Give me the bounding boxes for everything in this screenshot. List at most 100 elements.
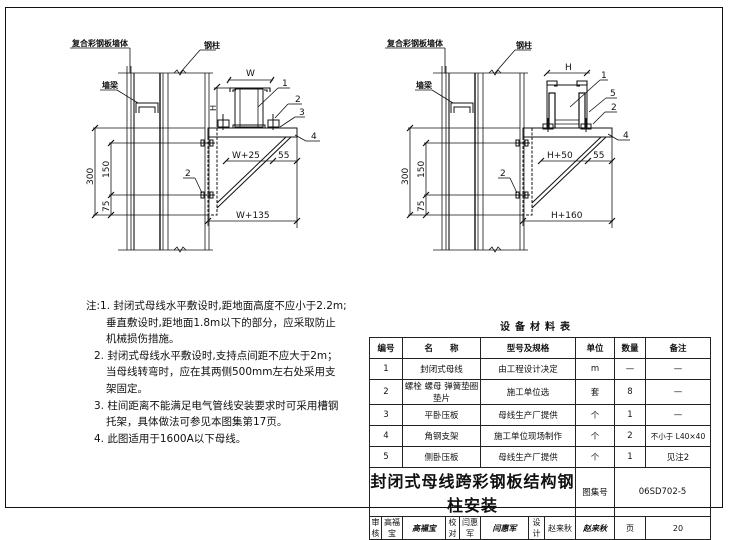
header-remark: 备注 — [645, 337, 711, 359]
dim-300: 300 — [401, 168, 411, 185]
cell-qty: — — [614, 358, 646, 380]
drawing-frame — [5, 7, 723, 508]
dim-300: 300 — [86, 168, 96, 185]
title-row: 封闭式母线跨彩钢板结构钢柱安装 图集号 06SD702-5 — [369, 467, 711, 517]
callout-3: 3 — [299, 108, 305, 118]
checker: 闫惠军 — [459, 516, 481, 540]
installation-drawings: 复合彩钢板墙体 钢柱 墙梁 W H 300 150 75 W+25 55 W+1… — [69, 38, 630, 253]
dim-75: 75 — [417, 201, 427, 212]
callout-2: 2 — [295, 95, 301, 105]
cell-unit: 个 — [575, 425, 615, 447]
cell-qty: 8 — [614, 379, 646, 405]
note-line: 4. 此图适用于1600A以下母线。 — [94, 432, 247, 445]
review-label: 审核 — [369, 516, 382, 540]
cell-remark: 见注2 — [645, 446, 711, 468]
cell-name: 封闭式母线 — [402, 358, 481, 380]
callout-2-lower: 2 — [500, 169, 506, 179]
designer: 赵来秋 — [544, 516, 576, 540]
dim-total: H+160 — [551, 211, 583, 221]
note-line: 当母线转弯时，应在其两侧500mm左右处采用支 — [106, 366, 336, 379]
dim-width: W — [246, 69, 255, 79]
table-row: 2 螺栓 螺母 弹簧垫圈 垫片 施工单位选 套 8 — — [369, 379, 711, 405]
dim-total: W+135 — [236, 211, 270, 221]
design-label: 设计 — [528, 516, 545, 540]
dim-height: H — [209, 105, 218, 111]
dim-offset: W+25 — [232, 151, 260, 161]
material-table: 编号 名 称 型号及规格 单位 数量 备注 1 封闭式母线 由工程设计决定 m … — [369, 337, 711, 540]
dim-150: 150 — [417, 161, 427, 178]
wall-label: 复合彩钢板墙体 — [386, 38, 444, 48]
header-qty: 数量 — [614, 337, 646, 359]
drawing-title: 封闭式母线跨彩钢板结构钢柱安装 — [369, 467, 576, 517]
cell-qty: 1 — [614, 446, 646, 468]
cell-spec: 施工单位选 — [480, 379, 576, 405]
page-number: 20 — [645, 516, 711, 540]
dim-55: 55 — [593, 151, 604, 161]
dim-150: 150 — [102, 161, 112, 178]
cell-name: 角钢支架 — [402, 425, 481, 447]
note-line: 架固定。 — [106, 382, 148, 395]
header-no: 编号 — [369, 337, 403, 359]
table-title: 设备材料表 — [500, 322, 575, 333]
table-header-row: 编号 名 称 型号及规格 单位 数量 备注 — [369, 337, 711, 359]
atlas-label: 图集号 — [575, 467, 615, 517]
callout-5: 5 — [610, 89, 616, 99]
dim-75: 75 — [102, 201, 112, 212]
check-label: 校对 — [445, 516, 460, 540]
callout-1: 1 — [282, 79, 288, 89]
cell-unit: 个 — [575, 446, 615, 468]
beam-label: 墙梁 — [416, 80, 433, 90]
cell-name: 螺栓 螺母 弹簧垫圈 垫片 — [402, 379, 481, 405]
cell-no: 5 — [369, 446, 403, 468]
wall-label: 复合彩钢板墙体 — [71, 38, 129, 48]
callout-4: 4 — [311, 132, 317, 142]
atlas-number: 06SD702-5 — [614, 467, 711, 517]
reviewer-signature: 高福宝 — [402, 516, 446, 540]
cell-no: 2 — [369, 379, 403, 405]
table-row: 3 平卧压板 母线生产厂提供 个 1 — — [369, 404, 711, 426]
table-row: 1 封闭式母线 由工程设计决定 m — — — [369, 358, 711, 380]
header-unit: 单位 — [575, 337, 615, 359]
reviewer: 高福宝 — [381, 516, 403, 540]
checker-signature: 闫惠军 — [480, 516, 529, 540]
dim-offset: H+50 — [547, 151, 573, 161]
callout-2-lower: 2 — [185, 169, 191, 179]
left-installation-drawing: 复合彩钢板墙体 钢柱 墙梁 W H 300 150 75 W+25 55 W+1… — [69, 38, 320, 253]
cell-spec: 母线生产厂提供 — [480, 446, 576, 468]
note-line: 2. 封闭式母线水平敷设时,支持点间距不应大于2m； — [94, 349, 338, 362]
note-line: 垂直敷设时,距地面1.8m以下的部分，应采取防止 — [106, 316, 336, 329]
cell-no: 4 — [369, 425, 403, 447]
table-row: 4 角钢支架 施工单位现场制作 个 2 不小于 L40×40 — [369, 425, 711, 447]
cell-spec: 由工程设计决定 — [480, 358, 576, 380]
table-row: 5 侧卧压板 母线生产厂提供 个 1 见注2 — [369, 446, 711, 468]
page-label: 页 — [614, 516, 646, 540]
beam-label: 墙梁 — [102, 80, 119, 90]
cell-remark: — — [645, 379, 711, 405]
dim-width: H — [565, 63, 572, 73]
note-line: 注:1. 封闭式母线水平敷设时,距地面高度不应小于2.2m; — [86, 300, 347, 312]
note-line: 机械损伤措施。 — [106, 333, 180, 346]
cell-unit: 个 — [575, 404, 615, 426]
notes: 注:1. 封闭式母线水平敷设时,距地面高度不应小于2.2m; 垂直敷设时,距地面… — [86, 298, 347, 447]
cell-name: 侧卧压板 — [402, 446, 481, 468]
cell-no: 1 — [369, 358, 403, 380]
cell-qty: 2 — [614, 425, 646, 447]
column-label: 钢柱 — [204, 40, 220, 50]
note-line: 托架，具体做法可参见本图集第17页。 — [106, 416, 288, 429]
column-label: 钢柱 — [516, 40, 532, 50]
designer-signature: 赵来秋 — [575, 516, 615, 540]
right-installation-drawing: 复合彩钢板墙体 钢柱 墙梁 H 300 150 75 H+50 55 H+160… — [384, 38, 630, 253]
header-name: 名 称 — [402, 337, 481, 359]
cell-spec: 施工单位现场制作 — [480, 425, 576, 447]
cell-remark: 不小于 L40×40 — [645, 425, 711, 447]
cell-remark: — — [645, 358, 711, 380]
cell-qty: 1 — [614, 404, 646, 426]
header-spec: 型号及规格 — [480, 337, 576, 359]
cell-name: 平卧压板 — [402, 404, 481, 426]
callout-4: 4 — [623, 131, 629, 141]
cell-unit: m — [575, 358, 615, 380]
cell-no: 3 — [369, 404, 403, 426]
callout-2: 2 — [611, 103, 617, 113]
cell-remark: — — [645, 404, 711, 426]
cell-unit: 套 — [575, 379, 615, 405]
